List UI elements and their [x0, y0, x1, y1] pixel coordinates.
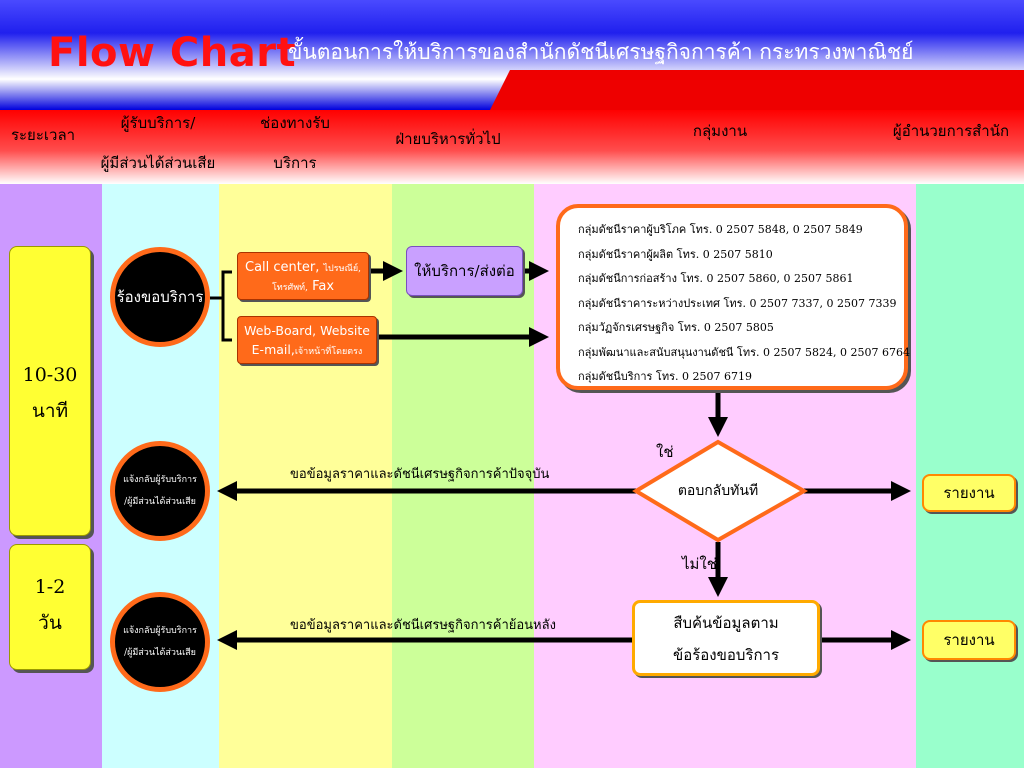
timing-unit: นาที [31, 400, 69, 422]
request-service-node: ร้องขอบริการ [110, 247, 210, 347]
research-label-line2: ข้อร้องขอบริการ [672, 646, 780, 664]
report-box-1: รายงาน [922, 474, 1016, 512]
logo-title: Flow Chart [48, 30, 297, 76]
group-line: กลุ่มดัชนีบริการ โทร. 0 2507 6719 [578, 370, 752, 383]
report-label: รายงาน [943, 631, 995, 649]
work-groups-box: กลุ่มดัชนีราคาผู้บริโภค โทร. 0 2507 5848… [556, 204, 910, 390]
column-header-row: ระยะเวลา ผู้รับบริการ/ ผู้มีส่วนได้ส่วนเ… [0, 110, 1024, 184]
col-client-1: ผู้รับบริการ/ [120, 114, 196, 132]
decision-diamond [632, 439, 809, 543]
decision-label: ตอบกลับทันที [677, 483, 759, 499]
header-red-tab [490, 70, 1024, 110]
research-box: สืบค้นข้อมูลตาม ข้อร้องขอบริการ [632, 600, 820, 676]
col-client-2: ผู้มีส่วนได้ส่วนเสีย [100, 154, 216, 172]
report-box-2: รายงาน [922, 620, 1016, 660]
timing-value: 1-2 [34, 576, 66, 598]
page-subtitle: ขั้นตอนการให้บริการของสำนักดัชนีเศรษฐกิจ… [288, 40, 914, 64]
group-line: กลุ่มดัชนีราคาระหว่างประเทศ โทร. 0 2507 … [578, 296, 897, 310]
col-director: ผู้อำนวยการสำนัก [892, 122, 1010, 140]
flow-label-current: ขอข้อมูลราคาและดัชนีเศรษฐกิจการค้าปัจจุบ… [290, 467, 550, 482]
notify-label-line1: แจ้งกลับผู้รับบริการ [123, 626, 197, 636]
group-line: กลุ่มวัฏจักรเศรษฐกิจ โทร. 0 2507 5805 [578, 321, 774, 334]
timing-box-days: 1-2 วัน [9, 544, 91, 670]
timing-box-minutes: 10-30 นาที [9, 246, 91, 536]
group-line: กลุ่มพัฒนาและสนับสนุนงานดัชนี โทร. 0 250… [578, 345, 910, 359]
channel-call-center: Call center, ไปรษณีย์, โทรศัพท์, Fax [237, 252, 369, 300]
channel-bracket [221, 270, 232, 342]
notify-label-line2: /ผู้มีส่วนได้ส่วนเสีย [124, 648, 196, 658]
col-admin: ฝ่ายบริหารทั่วไป [395, 130, 501, 148]
group-line: กลุ่มดัชนีการก่อสร้าง โทร. 0 2507 5860, … [578, 272, 854, 285]
request-service-label: ร้องขอบริการ [116, 288, 204, 306]
timing-value: 10-30 [22, 364, 78, 386]
decision-no-label: ไม่ใช่ [682, 555, 717, 573]
admin-service-box: ให้บริการ/ส่งต่อ [406, 246, 523, 296]
notify-client-node-1: แจ้งกลับผู้รับบริการ /ผู้มีส่วนได้ส่วนเส… [110, 441, 210, 541]
timing-unit: วัน [38, 612, 62, 634]
notify-client-node-2: แจ้งกลับผู้รับบริการ /ผู้มีส่วนได้ส่วนเส… [110, 592, 210, 692]
col-time: ระยะเวลา [10, 126, 76, 144]
flow-label-past: ขอข้อมูลราคาและดัชนีเศรษฐกิจการค้าย้อนหล… [290, 618, 556, 633]
channel-web: Web-Board, Website E-mail,เจ้าหน้าที่โดย… [237, 316, 377, 364]
decision-yes-label: ใช่ [656, 443, 674, 461]
admin-action-label: ให้บริการ/ส่งต่อ [414, 262, 515, 280]
group-line: กลุ่มดัชนีราคาผู้ผลิต โทร. 0 2507 5810 [578, 247, 773, 261]
notify-label-line1: แจ้งกลับผู้รับบริการ [123, 475, 197, 485]
notify-label-line2: /ผู้มีส่วนได้ส่วนเสีย [124, 497, 196, 507]
research-label-line1: สืบค้นข้อมูลตาม [673, 614, 779, 632]
col-channel-1: ช่องทางรับ [260, 114, 330, 132]
report-label: รายงาน [943, 484, 995, 502]
col-channel-2: บริการ [273, 154, 317, 172]
group-line: กลุ่มดัชนีราคาผู้บริโภค โทร. 0 2507 5848… [578, 223, 863, 236]
col-groups: กลุ่มงาน [692, 122, 748, 140]
